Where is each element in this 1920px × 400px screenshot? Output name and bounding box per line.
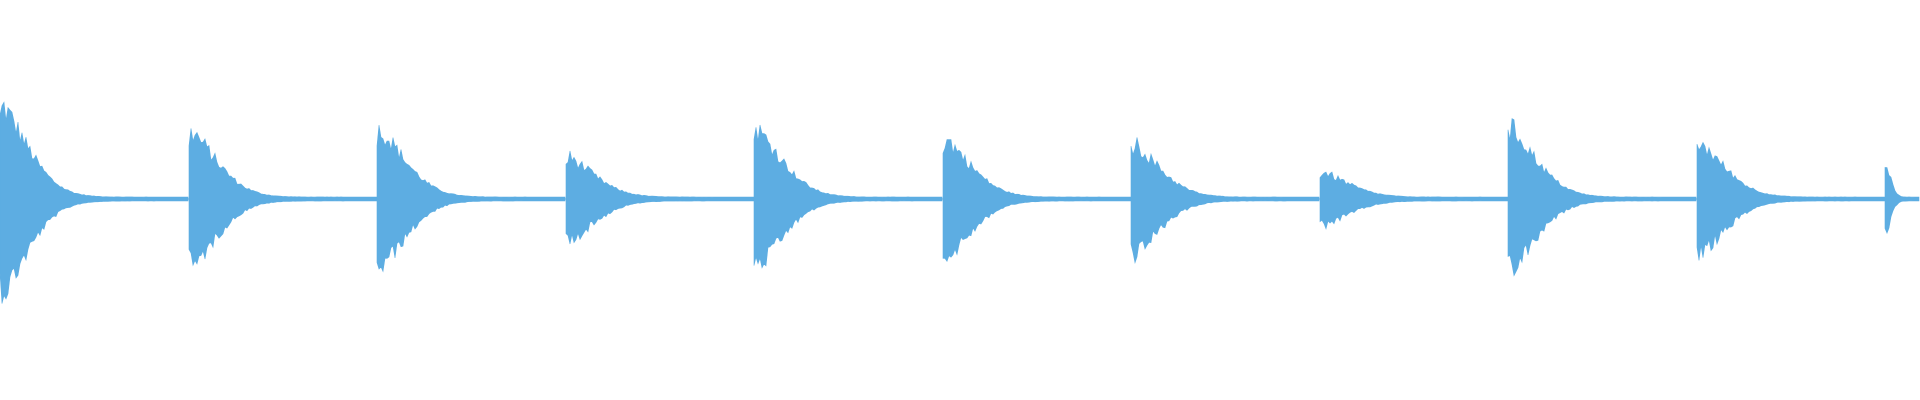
waveform-transient-3 — [376, 125, 566, 273]
waveform-transient-10 — [1696, 141, 1886, 261]
waveform-transient-5 — [753, 124, 943, 269]
waveform-transient-6 — [942, 139, 1132, 263]
waveform-transient-11 — [1884, 167, 1920, 235]
waveform-transient-2 — [188, 128, 378, 267]
waveform-transient-4 — [565, 150, 755, 245]
waveform-transient-9 — [1507, 118, 1697, 277]
waveform-transient-1 — [0, 101, 189, 304]
waveform-transient-7 — [1130, 137, 1320, 264]
waveform-transient-8 — [1319, 171, 1509, 230]
